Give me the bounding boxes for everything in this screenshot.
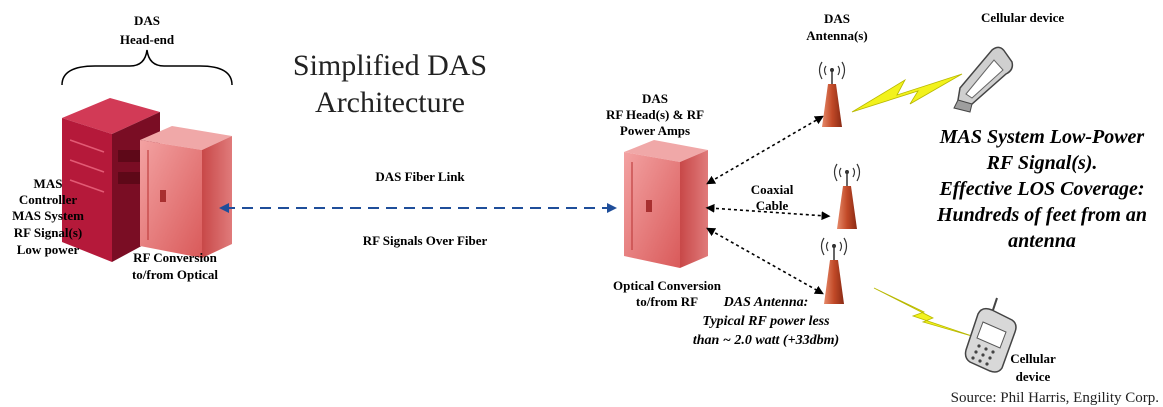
rf-conversion-label-line1: RF Conversion xyxy=(133,250,217,265)
head-end-brace xyxy=(61,49,233,86)
coax-arrow-top xyxy=(706,115,824,185)
coax-label-line1: Coaxial xyxy=(751,182,794,197)
remote-unit-label-line2: RF Head(s) & RF xyxy=(606,107,704,122)
coax-label-line2: Cable xyxy=(756,198,789,213)
mas-controller-label-line1: MAS xyxy=(34,176,63,191)
cellular-top-label: Cellular device xyxy=(981,10,1064,25)
cellular-bottom-label-line2: device xyxy=(1016,369,1051,384)
mas-signal-label-line3: Low power xyxy=(17,242,80,257)
head-end-label-line1: DAS xyxy=(134,13,160,28)
lightning-top-icon xyxy=(851,73,963,113)
coverage-note-line2: RF Signal(s). xyxy=(986,152,1098,174)
das-rf-head-box-icon xyxy=(624,140,708,268)
coax-arrow-middle xyxy=(705,203,831,221)
rf-conversion-label-line2: to/from Optical xyxy=(132,267,218,282)
antenna-bottom-icon xyxy=(820,237,848,304)
head-end-label-line2: Head-end xyxy=(120,32,175,47)
optical-conversion-label-line1: Optical Conversion xyxy=(613,278,722,293)
coverage-note-line5: antenna xyxy=(1008,230,1076,252)
coax-arrow-bottom xyxy=(706,227,824,295)
rf-conversion-box-icon xyxy=(140,126,232,258)
antenna-note-line3: than ~ 2.0 watt (+33dbm) xyxy=(693,333,839,348)
fiber-link-label: DAS Fiber Link xyxy=(375,169,465,184)
coverage-note-line3: Effective LOS Coverage: xyxy=(938,178,1144,200)
antenna-note-line2: Typical RF power less xyxy=(702,314,830,329)
antennas-label-line2: Antenna(s) xyxy=(806,28,867,43)
mas-signal-label-line1: MAS System xyxy=(12,208,84,223)
lightning-bottom-icon xyxy=(873,287,976,338)
antenna-top-icon xyxy=(818,61,846,127)
diagram-title-line2: Architecture xyxy=(315,86,465,119)
antenna-note-line1: DAS Antenna: xyxy=(723,295,809,310)
cellular-bottom-label-line1: Cellular xyxy=(1010,351,1056,366)
cellular-device-top-icon xyxy=(953,46,1014,113)
mas-signal-label-line2: RF Signal(s) xyxy=(14,225,83,240)
optical-conversion-label-line2: to/from RF xyxy=(636,294,698,309)
remote-unit-label-line3: Power Amps xyxy=(620,123,690,138)
diagram-title-line1: Simplified DAS xyxy=(293,49,487,82)
cellular-device-bottom-icon xyxy=(964,297,1017,373)
coverage-note-line4: Hundreds of feet from an xyxy=(936,204,1147,226)
fiber-link-sublabel: RF Signals Over Fiber xyxy=(363,233,488,248)
source-credit: Source: Phil Harris, Engility Corp. xyxy=(951,390,1159,406)
remote-unit-label-line1: DAS xyxy=(642,91,668,106)
mas-controller-label-line2: Controller xyxy=(19,192,77,207)
coverage-note-line1: MAS System Low-Power xyxy=(939,126,1145,148)
antennas-label-line1: DAS xyxy=(824,11,850,26)
antenna-middle-icon xyxy=(833,163,861,229)
cellular-top-label-text: Cellular device xyxy=(981,10,1064,25)
